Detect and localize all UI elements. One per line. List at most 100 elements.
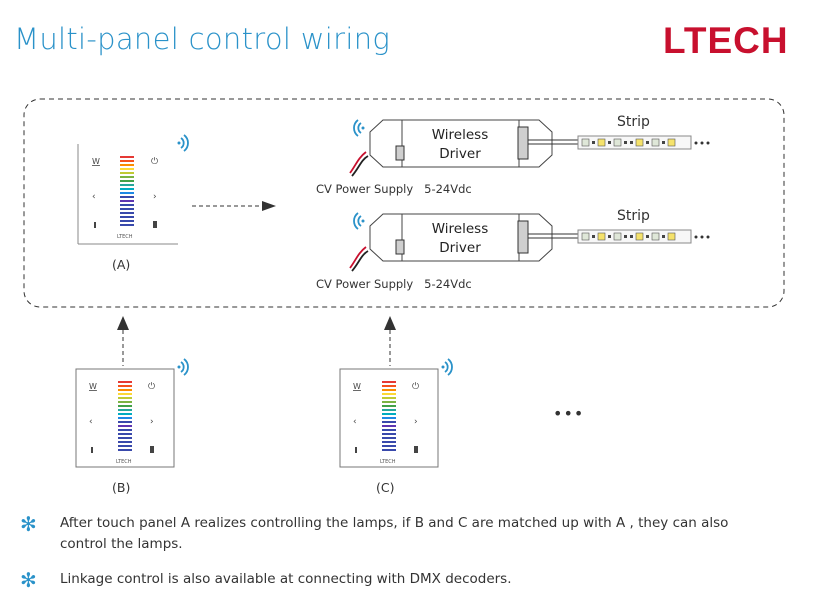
strip-label-2: Strip: [617, 208, 650, 224]
slider-segment: [382, 437, 396, 439]
slider-segment: [118, 405, 132, 407]
strip-led: [651, 138, 660, 147]
note-1: After touch panel A realizes controlling…: [60, 515, 729, 552]
svg-text:‹: ‹: [353, 417, 357, 427]
slider-segment: [118, 425, 132, 427]
svg-text:⏻: ⏻: [412, 381, 419, 392]
slider-segment: [382, 449, 396, 451]
strip-led: [613, 138, 622, 147]
strip-led: [608, 235, 611, 238]
strip-led: [651, 232, 660, 241]
slider-segment: [118, 417, 132, 419]
svg-text:⏻: ⏻: [151, 156, 158, 167]
arrow-a-head: [262, 201, 276, 211]
slider-segment: [118, 401, 132, 403]
svg-text:LTECH: LTECH: [663, 22, 789, 58]
continuation-dot: [700, 235, 704, 239]
slider-segment: [382, 385, 396, 387]
slider-segment: [120, 200, 134, 202]
slider-segment: [382, 441, 396, 443]
driver-1-label-line2: Driver: [439, 146, 481, 162]
wireless-signal-icon: [441, 358, 453, 376]
driver-1-label-line1: Wireless: [431, 127, 489, 143]
continuation-dot: [706, 141, 710, 145]
slider-segment: [382, 389, 396, 391]
wireless-signal-icon: [177, 358, 189, 376]
page-title: Multi-panel control wiring: [14, 22, 391, 56]
slider-segment: [118, 385, 132, 387]
strip-led: [662, 235, 665, 238]
panel-c: W ⏻ ‹ ›: [339, 368, 439, 468]
wireless-signal-icon: [353, 212, 365, 230]
color-slider: [118, 381, 132, 451]
strip-led: [646, 235, 649, 238]
strip-led: [624, 235, 627, 238]
strip-led: [635, 232, 644, 241]
strip-led: [597, 138, 606, 147]
slider-segment: [118, 393, 132, 395]
slider-segment: [118, 441, 132, 443]
slider-segment: [382, 405, 396, 407]
slider-segment: [120, 180, 134, 182]
strip-led: [581, 138, 590, 147]
more-panels-ellipsis: •••: [553, 404, 585, 423]
wireless-signal-icon: [177, 134, 189, 152]
svg-text:›: ›: [414, 417, 418, 427]
svg-text:›: ›: [153, 192, 157, 202]
strip-led: [597, 232, 606, 241]
slider-segment: [120, 220, 134, 222]
color-slider: [120, 156, 134, 226]
power-supply-label-1: CV Power Supply 5-24Vdc: [316, 182, 472, 196]
slider-segment: [382, 433, 396, 435]
panel-a-brand: LTECH: [117, 234, 133, 240]
strip-led: [667, 232, 676, 241]
slider-segment: [382, 393, 396, 395]
strip-led: [667, 138, 676, 147]
strip-led: [592, 141, 595, 144]
driver-2-label-line1: Wireless: [431, 221, 489, 237]
slider-segment: [120, 156, 134, 158]
slider-segment: [118, 437, 132, 439]
slider-segment: [120, 172, 134, 174]
wireless-driver-2: [349, 213, 710, 272]
slider-segment: [118, 429, 132, 431]
panel-b-brand: LTECH: [116, 459, 132, 465]
slider-segment: [118, 445, 132, 447]
strip-led: [613, 232, 622, 241]
slider-segment: [120, 196, 134, 198]
strip-body: [577, 135, 692, 150]
svg-text:W: W: [92, 157, 100, 166]
slider-segment: [382, 381, 396, 383]
strip-label-1: Strip: [617, 114, 650, 130]
slider-segment: [382, 425, 396, 427]
strip-led: [630, 235, 633, 238]
continuation-dot: [694, 235, 698, 239]
continuation-dot: [694, 141, 698, 145]
slider-segment: [382, 413, 396, 415]
slider-segment: [118, 381, 132, 383]
svg-text:W: W: [89, 382, 97, 391]
slider-segment: [120, 160, 134, 162]
strip-body: [577, 229, 692, 244]
slider-segment: [382, 421, 396, 423]
slider-segment: [120, 216, 134, 218]
slider-segment: [118, 433, 132, 435]
slider-segment: [120, 176, 134, 178]
svg-text:W: W: [353, 382, 361, 391]
note-2: Linkage control is also available at con…: [60, 571, 512, 587]
ltech-logo: LTECH: [663, 20, 813, 62]
strip-led: [592, 235, 595, 238]
power-supply-label-2: CV Power Supply 5-24Vdc: [316, 277, 472, 291]
slider-segment: [118, 413, 132, 415]
panel-b: W ⏻ ‹ ›: [75, 368, 175, 468]
slider-segment: [120, 168, 134, 170]
strip-led: [635, 138, 644, 147]
slider-segment: [382, 445, 396, 447]
slider-segment: [120, 192, 134, 194]
slider-segment: [120, 164, 134, 166]
slider-segment: [120, 212, 134, 214]
asterisk-bullet-icon: ✻: [20, 568, 37, 592]
slider-segment: [382, 401, 396, 403]
slider-segment: [382, 397, 396, 399]
